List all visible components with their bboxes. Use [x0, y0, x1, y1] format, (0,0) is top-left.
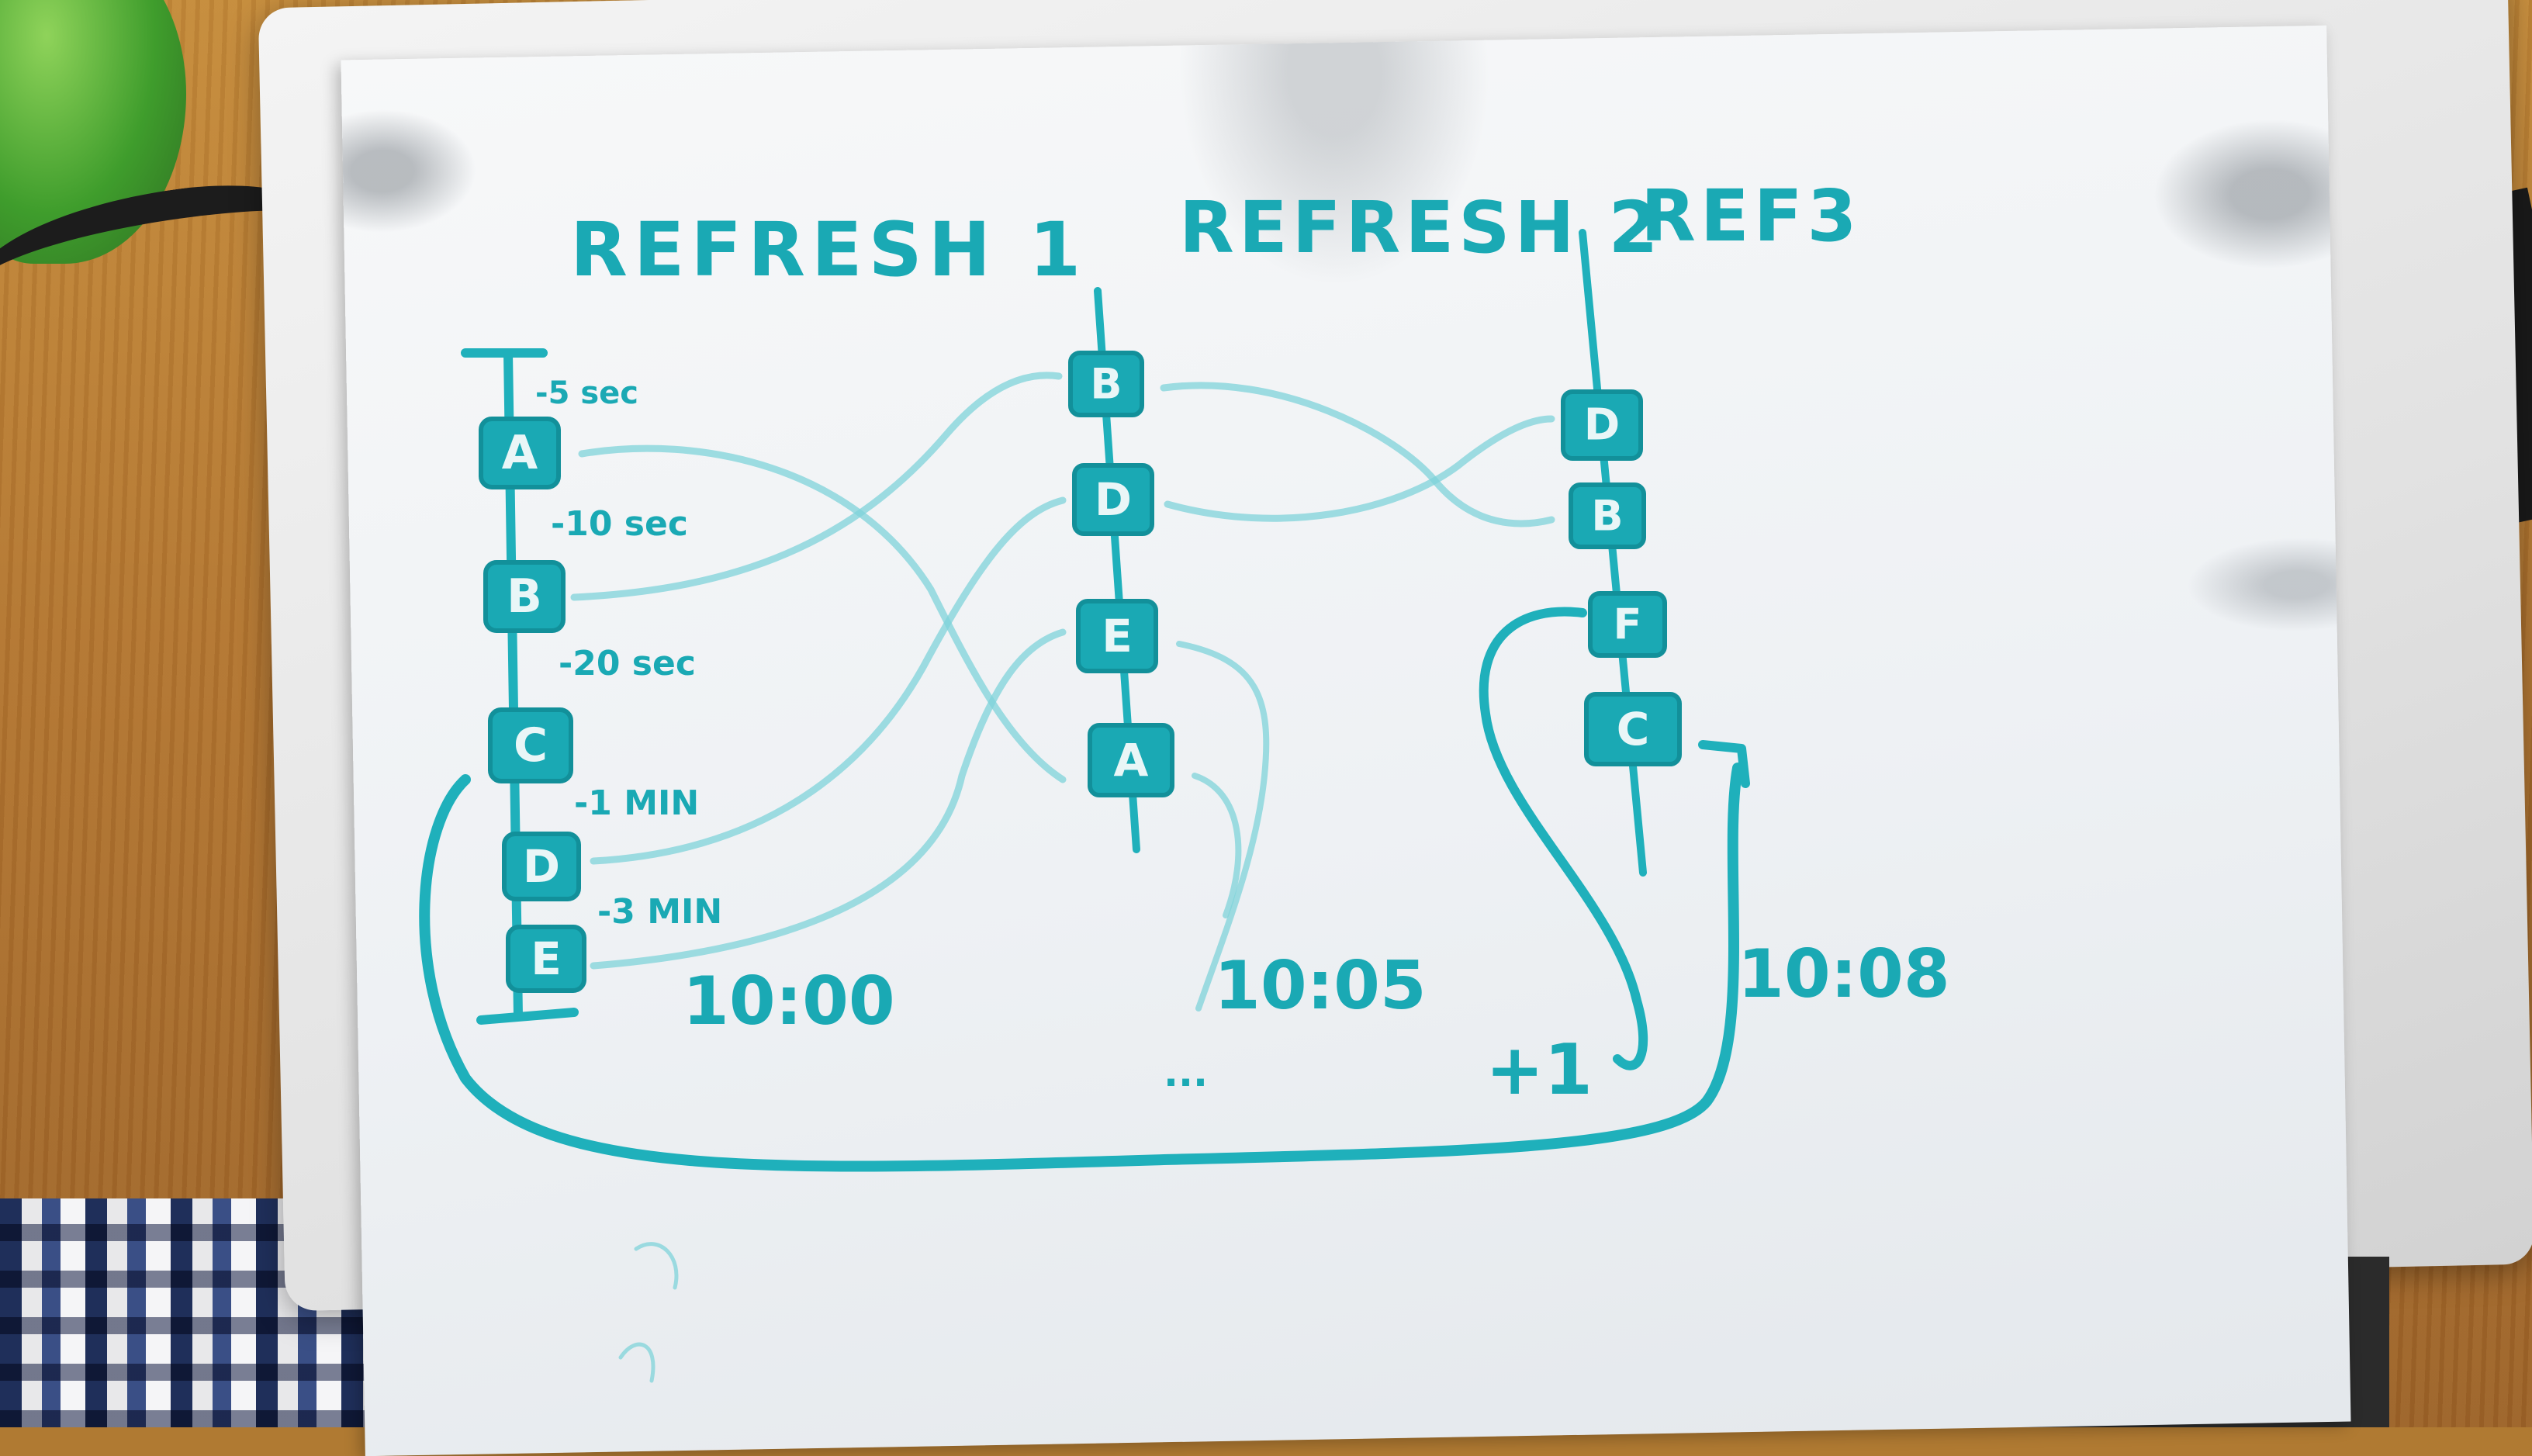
timeline-3-box-d: D	[1561, 389, 1643, 461]
timeline-3-axis	[1579, 229, 1647, 877]
loop-f	[1479, 607, 1648, 1070]
timeline-3-plus-one: +1	[1486, 1029, 1593, 1111]
timeline-3-box-f: F	[1588, 591, 1667, 658]
smudge-marks	[618, 1242, 679, 1383]
timeline-1-box-d: D	[502, 832, 581, 901]
interval-label-5sec: -5 sec	[535, 375, 638, 411]
interval-label-1min: -1 MIN	[574, 783, 699, 823]
connector-b	[570, 372, 1063, 601]
timeline-2-box-a: A	[1088, 723, 1174, 797]
timeline-2-time: 10:05	[1214, 947, 1427, 1025]
connector-e	[590, 628, 1067, 970]
interval-label-3min: -3 MIN	[597, 892, 722, 932]
svg-text:C: C	[514, 718, 548, 773]
timeline-1: A B C D E -5 sec -10 sec -20 sec -1 MIN …	[461, 348, 895, 1040]
timeline-1-box-a: A	[479, 417, 561, 489]
svg-text:B: B	[1090, 360, 1122, 409]
timeline-2-ellipsis: ...	[1164, 1050, 1208, 1095]
svg-text:B: B	[1591, 492, 1623, 541]
loop-arrow-c	[419, 763, 1743, 1172]
connector-e-2	[1176, 641, 1270, 1012]
svg-text:A: A	[502, 426, 538, 480]
timeline-3: D B F C 10:08 +1	[1486, 229, 1950, 1111]
timeline-2: B D E A 10:05 ...	[1068, 287, 1427, 1095]
heading-ref-3: REF3	[1641, 175, 1862, 258]
timeline-3-time: 10:08	[1738, 936, 1950, 1013]
svg-text:E: E	[1102, 610, 1133, 662]
heading-refresh-2: REFRESH 2	[1179, 186, 1663, 269]
timeline-3-box-b: B	[1569, 482, 1646, 549]
connector-b-2	[1160, 382, 1555, 527]
interval-label-10sec: -10 sec	[551, 504, 688, 544]
timeline-2-box-e: E	[1076, 599, 1158, 673]
timeline-1-box-e: E	[506, 925, 586, 993]
svg-text:E: E	[531, 932, 562, 985]
svg-text:D: D	[1095, 473, 1132, 526]
connector-d	[590, 496, 1067, 865]
connector-d-2	[1164, 415, 1555, 522]
heading-refresh-1: REFRESH 1	[570, 206, 1087, 293]
timeline-1-box-b: B	[483, 560, 566, 633]
timeline-1-time: 10:00	[683, 963, 895, 1040]
timeline-2-box-b: B	[1068, 351, 1144, 417]
timeline-2-box-d: D	[1072, 463, 1154, 536]
loop-arrowhead	[1698, 740, 1750, 788]
svg-text:C: C	[1617, 703, 1650, 756]
svg-text:B: B	[507, 569, 542, 624]
timeline-1-box-c: C	[488, 707, 573, 783]
connector-a-2	[1192, 773, 1242, 918]
connector-a	[578, 444, 1067, 783]
svg-text:F: F	[1614, 600, 1642, 649]
svg-text:D: D	[1584, 400, 1620, 451]
timeline-3-box-c: C	[1584, 692, 1682, 766]
connector-curves	[570, 372, 1555, 1012]
svg-text:A: A	[1114, 734, 1149, 787]
svg-text:D: D	[523, 840, 560, 893]
interval-label-20sec: -20 sec	[559, 644, 696, 683]
